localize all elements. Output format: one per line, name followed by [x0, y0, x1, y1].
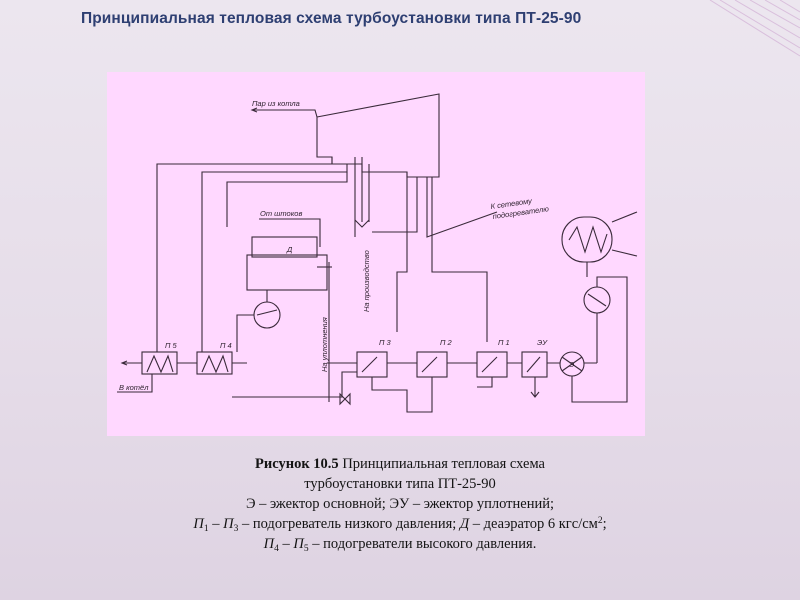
caption-legend-ejectors: Э – эжектор основной; ЭУ – эжектор уплот… [245, 496, 555, 512]
heater-p1: П 1 [476, 338, 510, 378]
extraction-lines [156, 157, 498, 352]
heater-p3: П 3 [356, 338, 392, 378]
caption-legend-lp-heaters: П1 – П3 – подогреватель низкого давления… [193, 516, 607, 534]
decorative-corner-ornament [690, 0, 800, 60]
ejector-eu: ЭУ [521, 338, 548, 398]
caption-line-2: турбоустановки типа ПТ-25-90 [304, 476, 496, 492]
ejector-e: Э [559, 351, 585, 377]
svg-text:П 5: П 5 [165, 341, 178, 350]
feed-pump [236, 290, 281, 352]
label-deaerator: Д [286, 245, 293, 254]
heater-p2: П 2 [416, 338, 453, 378]
figure-number: Рисунок 10.5 [255, 456, 339, 472]
caption-legend-hp-heaters: П4 – П5 – подогреватели высокого давлени… [263, 536, 537, 554]
svg-text:П 3: П 3 [379, 338, 392, 347]
label-to-seals: На уплотнения [320, 317, 329, 372]
label-from-stems: От штоков [260, 209, 302, 218]
svg-text:Э: Э [569, 360, 574, 369]
figure-caption: Рисунок 10.5 Принципиальная тепловая схе… [110, 454, 690, 554]
thermal-scheme-diagram: Пар из котла От штоков К сетевому подогр… [107, 72, 645, 436]
svg-text:П 4: П 4 [220, 341, 232, 350]
drain-valve [339, 392, 351, 406]
lp-drain-2 [477, 377, 493, 388]
svg-text:П 1: П 1 [498, 338, 510, 347]
label-to-production: На производство [362, 250, 371, 312]
heater-p5: П 5 [141, 341, 178, 375]
lp-drain-1 [371, 377, 433, 413]
turbine [316, 93, 440, 178]
network-heater [561, 211, 638, 277]
from-stems-line [259, 218, 321, 247]
drain-line [232, 371, 357, 398]
svg-text:ЭУ: ЭУ [537, 338, 548, 347]
svg-text:П 2: П 2 [440, 338, 453, 347]
steam-inlet-line [250, 107, 318, 118]
deaerator: Д [246, 236, 328, 291]
label-steam-from-boiler: Пар из котла [252, 99, 300, 108]
slide-title: Принципиальная тепловая схема турбоустан… [81, 10, 582, 27]
label-to-boiler: В котёл [119, 383, 149, 392]
condensate-pump [571, 276, 628, 403]
caption-line-1: Рисунок 10.5 Принципиальная тепловая схе… [255, 456, 545, 472]
